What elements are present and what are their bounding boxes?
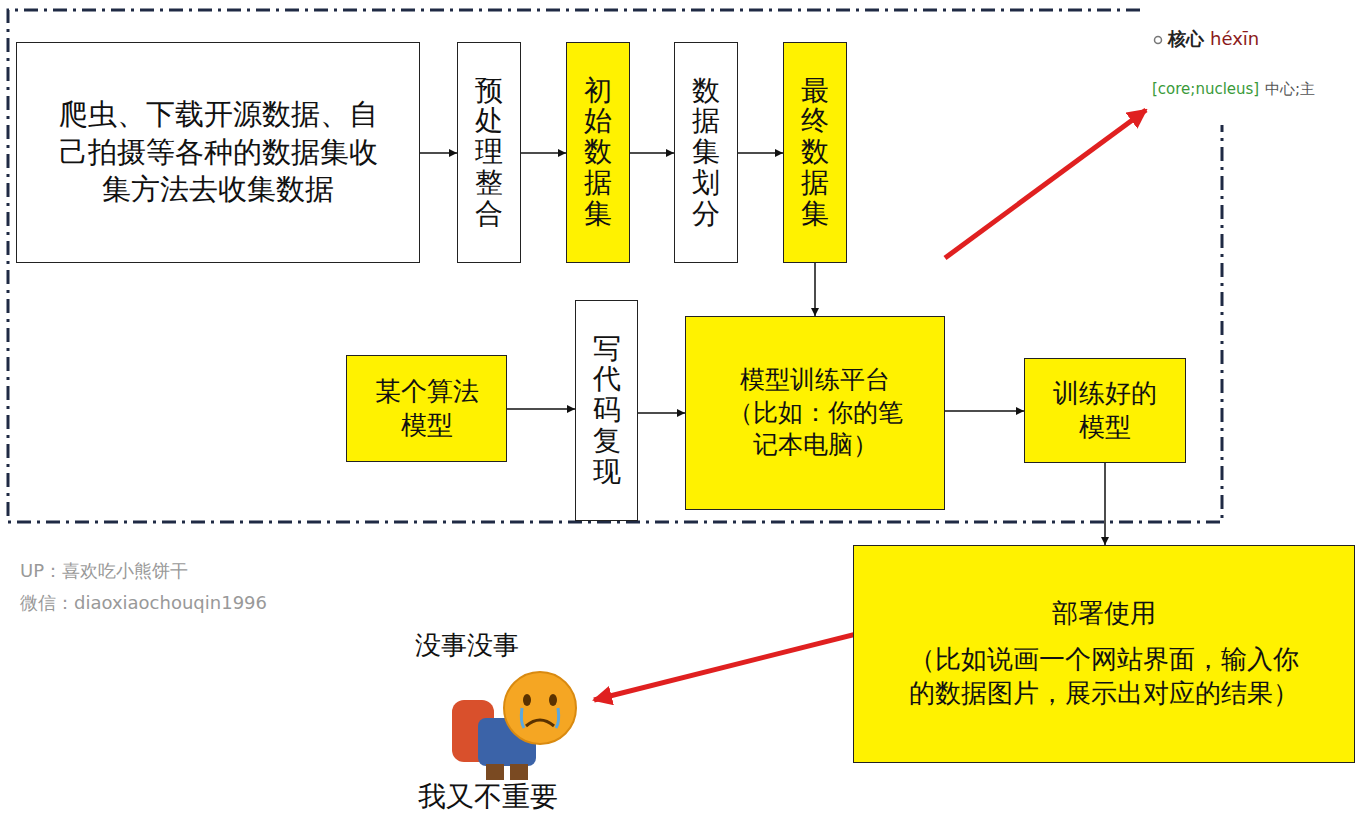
flow-arrow xyxy=(1104,463,1106,545)
box-text: 写代码复现 xyxy=(593,334,621,488)
box-text: 初始数据集 xyxy=(584,76,612,230)
watermark: UP：喜欢吃小熊饼干 xyxy=(20,560,188,582)
process-box: 初始数据集 xyxy=(566,42,630,263)
bullet-dot xyxy=(1155,37,1162,44)
process-box: 训练好的模型 xyxy=(1024,358,1186,463)
box-text: 爬虫、下载开源数据、自己拍摄等各种的数据集收集方法去收集数据 xyxy=(53,96,383,209)
process-box: 最终数据集 xyxy=(783,42,847,263)
process-box: 数据集划分 xyxy=(674,42,738,263)
flow-arrow xyxy=(630,152,674,154)
dictionary-note: 中心;主 xyxy=(1265,80,1315,98)
dictionary-note: [core;nucleus] xyxy=(1152,80,1259,98)
box-subtext: （比如说画一个网站界面，输入你的数据图片，展示出对应的结果） xyxy=(904,643,1304,711)
watermark: 微信：diaoxiaochouqin1996 xyxy=(20,592,267,614)
box-text: 某个算法模型 xyxy=(365,375,488,443)
flow-arrow xyxy=(814,263,816,316)
box-text: 最终数据集 xyxy=(801,76,829,230)
sad-figure xyxy=(452,672,576,780)
process-box: 部署使用 （比如说画一个网站界面，输入你的数据图片，展示出对应的结果） xyxy=(853,545,1355,763)
dictionary-note: 核心 xyxy=(1168,28,1204,50)
process-box: 预处理整合 xyxy=(457,42,521,263)
flow-arrow xyxy=(738,152,783,154)
box-text: 模型训练平台 xyxy=(740,364,890,397)
process-box: 模型训练平台（比如：你的笔记本电脑） xyxy=(685,316,945,510)
box-text: 数据集划分 xyxy=(692,76,720,230)
caption-text: 我又不重要 xyxy=(418,780,558,814)
box-text: 预处理整合 xyxy=(475,76,503,230)
caption-text: 没事没事 xyxy=(415,630,519,661)
flow-arrow xyxy=(638,412,685,414)
process-box: 爬虫、下载开源数据、自己拍摄等各种的数据集收集方法去收集数据 xyxy=(16,42,420,263)
flow-arrow xyxy=(420,152,457,154)
box-text: 部署使用 xyxy=(1052,597,1156,631)
box-subtext: （比如：你的笔记本电脑） xyxy=(719,397,911,462)
process-box: 写代码复现 xyxy=(575,300,638,521)
flow-arrow xyxy=(507,408,575,410)
red-pointer-arrow xyxy=(945,110,1146,258)
process-box: 某个算法模型 xyxy=(346,355,507,462)
dashed-region xyxy=(8,10,1222,522)
box-text: 训练好的模型 xyxy=(1043,377,1167,445)
flow-arrow xyxy=(945,410,1024,412)
flow-arrow xyxy=(521,152,566,154)
dictionary-note: héxīn xyxy=(1210,28,1259,50)
